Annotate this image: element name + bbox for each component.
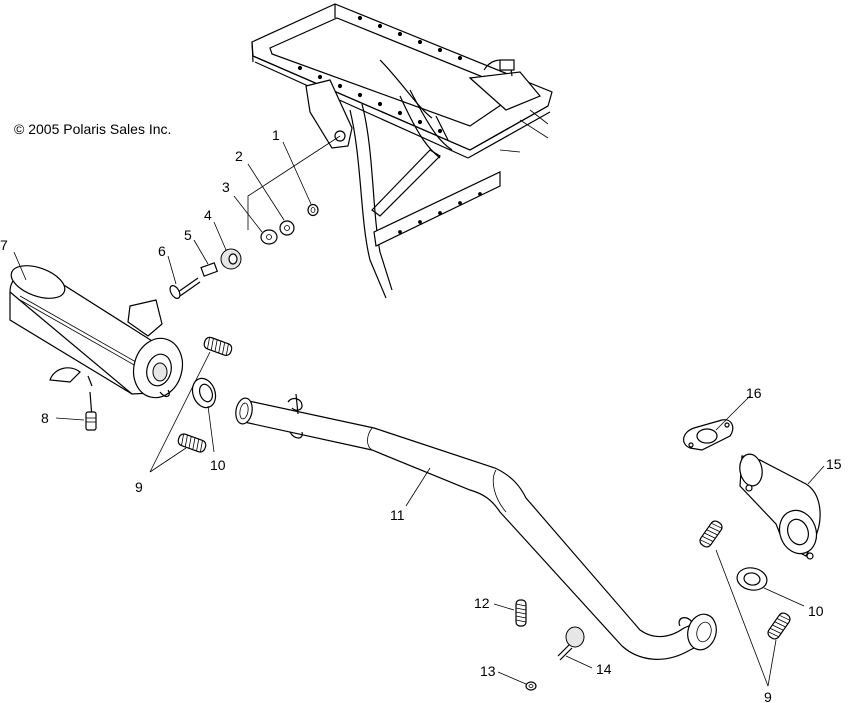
exhaust-elbow bbox=[739, 453, 821, 560]
leader-lines bbox=[13, 135, 825, 687]
copyright-text: © 2005 Polaris Sales Inc. bbox=[14, 121, 171, 137]
nut-13 bbox=[525, 681, 537, 691]
springs-right bbox=[699, 520, 791, 640]
gasket-16 bbox=[683, 419, 734, 451]
callout-8: 8 bbox=[41, 410, 49, 426]
callout-4: 4 bbox=[204, 207, 212, 223]
callout-12: 12 bbox=[474, 595, 490, 611]
callout-16: 16 bbox=[746, 385, 762, 401]
callout-15: 15 bbox=[826, 456, 842, 472]
callout-6: 6 bbox=[158, 243, 166, 259]
vehicle-frame bbox=[251, 3, 553, 299]
gasket-left bbox=[191, 377, 217, 409]
callout-14: 14 bbox=[596, 661, 612, 677]
callout-2: 2 bbox=[235, 148, 243, 164]
callout-9-left: 9 bbox=[135, 479, 143, 495]
hardware-parts bbox=[169, 203, 319, 299]
callout-5: 5 bbox=[184, 227, 192, 243]
callout-10-left: 10 bbox=[210, 457, 226, 473]
callouts: 1 2 3 4 5 6 7 8 9 10 11 12 13 14 15 16 1… bbox=[0, 127, 842, 703]
head-pipe bbox=[235, 393, 717, 660]
muffler bbox=[9, 265, 184, 399]
callout-10-right: 10 bbox=[808, 603, 824, 619]
callout-11: 11 bbox=[390, 507, 405, 523]
gasket-right bbox=[736, 567, 768, 591]
spring-12 bbox=[515, 599, 527, 627]
callout-3: 3 bbox=[222, 179, 230, 195]
callout-13: 13 bbox=[480, 663, 496, 679]
callout-1: 1 bbox=[272, 127, 280, 143]
callout-7: 7 bbox=[0, 237, 8, 253]
callout-9-right: 9 bbox=[764, 689, 772, 703]
springs-left bbox=[177, 336, 233, 453]
bolt-8 bbox=[85, 391, 97, 431]
plug-14 bbox=[557, 626, 585, 661]
